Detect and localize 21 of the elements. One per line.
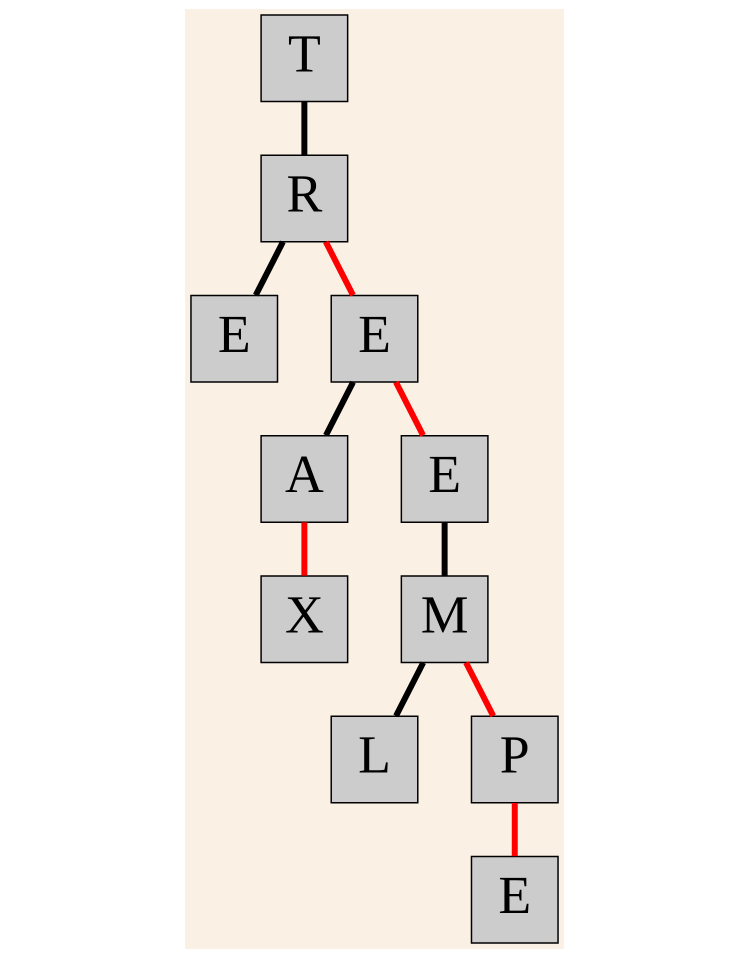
connector xyxy=(463,661,496,718)
node-box: E xyxy=(330,294,419,383)
connector xyxy=(323,240,356,296)
connector xyxy=(253,240,286,296)
node-box: T xyxy=(260,14,348,102)
node-box: E xyxy=(400,434,489,524)
connector xyxy=(301,102,308,155)
node-box: E xyxy=(190,294,278,383)
connector xyxy=(393,661,426,718)
node-box: E xyxy=(470,856,559,944)
connector xyxy=(512,802,518,856)
connector xyxy=(442,522,448,576)
node-box: M xyxy=(400,575,489,664)
connector xyxy=(301,522,308,576)
node-box: R xyxy=(260,154,348,242)
connector xyxy=(393,380,426,437)
connector xyxy=(323,380,356,437)
node-box: L xyxy=(330,716,419,804)
node-box: X xyxy=(260,575,348,664)
node-box: A xyxy=(260,434,348,524)
node-box: P xyxy=(470,716,559,804)
